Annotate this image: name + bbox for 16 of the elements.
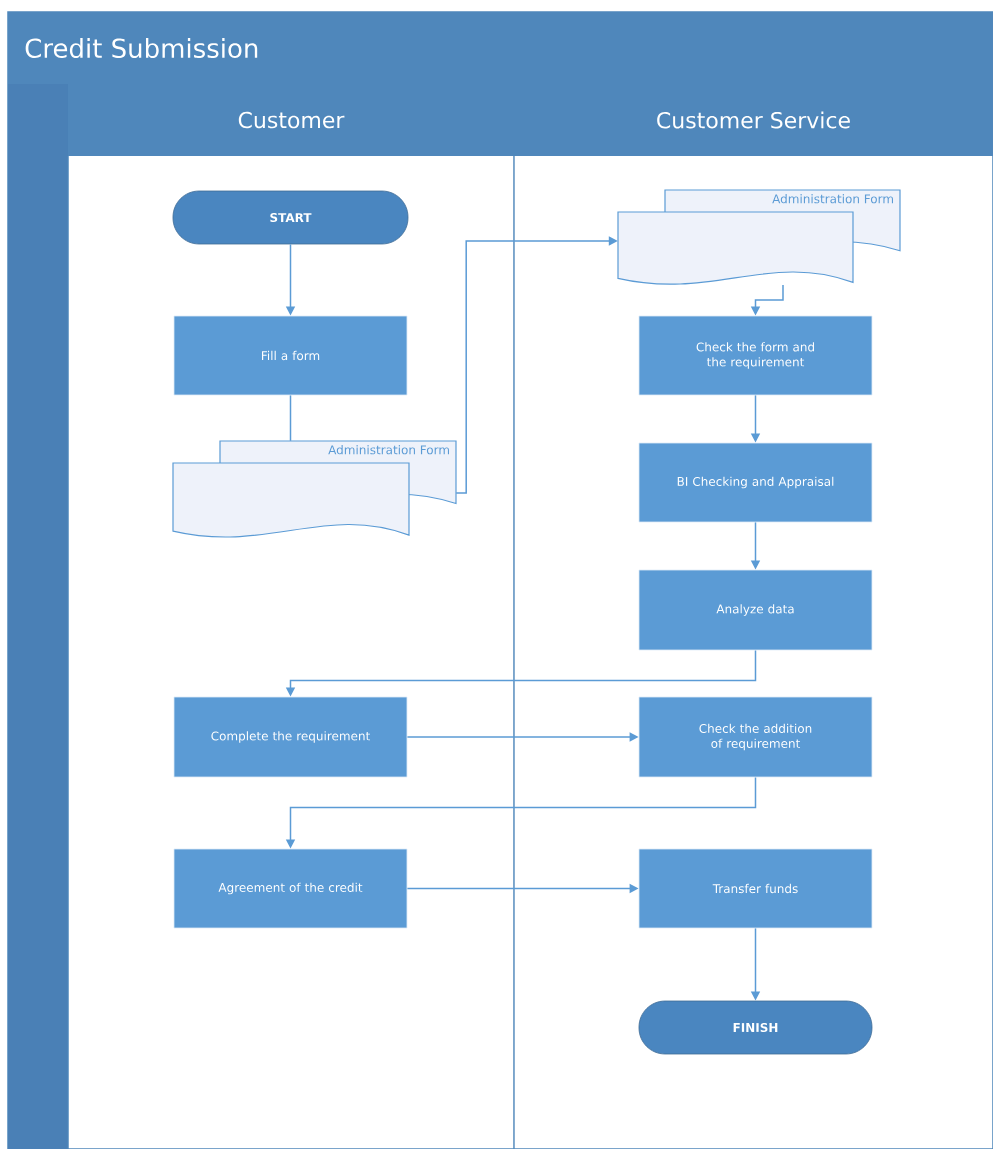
process-box: Transfer funds (638, 848, 873, 929)
process-box: Agreement of the credit (173, 848, 408, 929)
document-stack: Administration Form (172, 440, 457, 538)
connector (289, 394, 292, 442)
process-box: Check the addition of requirement (638, 696, 873, 778)
process-box: Fill a form (173, 315, 408, 396)
document-stack: Administration Form (617, 189, 901, 285)
node-label: Administration Form (328, 445, 449, 455)
process-box: BI Checking and Appraisal (638, 442, 873, 523)
process-box: Check the form and the requirement (638, 315, 873, 396)
node-label: Customer Service (657, 111, 850, 129)
process-box: Analyze data (638, 569, 873, 651)
process-box: Complete the requirement (173, 696, 408, 778)
node-label: Customer (238, 111, 345, 129)
node-label: Administration Form (772, 194, 893, 204)
diagram-title: Credit Submission (25, 37, 258, 59)
